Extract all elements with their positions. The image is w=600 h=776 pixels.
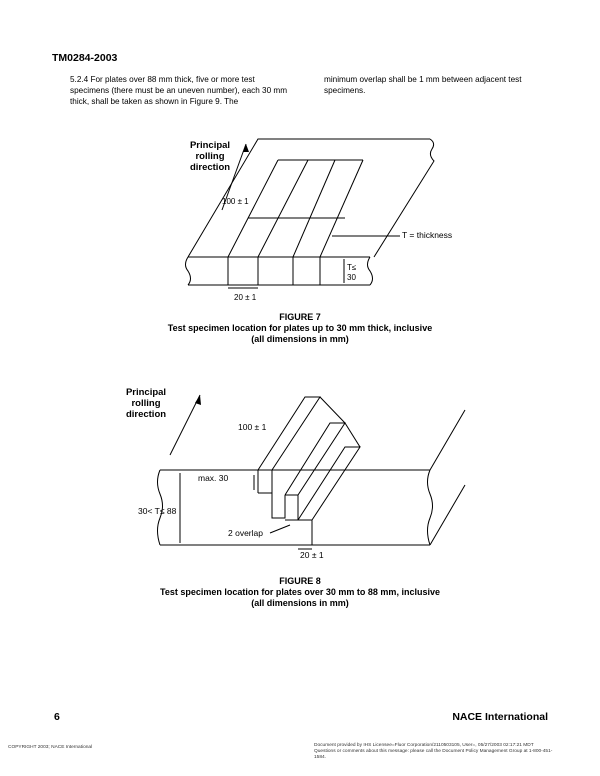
t-range-label: 30< T≤ 88 (138, 506, 177, 516)
rolling-label-1: Principal (126, 387, 166, 398)
specimen-3 (297, 446, 361, 521)
specimen-line (292, 159, 336, 258)
specimen-1 (257, 396, 321, 493)
provided-by-notice: Document provided by IHS Licensee=Fluor … (314, 743, 553, 760)
figure-7-title: FIGURE 7 (279, 312, 321, 322)
thickness-note: T = thickness (402, 230, 452, 240)
plate-right-break (373, 138, 435, 258)
length-label: 100 ± 1 (222, 197, 249, 206)
arrow-head-icon (243, 144, 249, 152)
figure-8-diagram: Principal rolling direction 100 ± 1 max.… (126, 387, 466, 560)
rolling-label-1: Principal (190, 140, 230, 151)
page-number: 6 (54, 711, 60, 723)
width-label: 20 ± 1 (234, 293, 257, 302)
figure-7-diagram: Principal rolling direction 100 ± 1 T = … (185, 138, 452, 302)
rolling-label-3: direction (190, 162, 230, 173)
plate-depth-edge (429, 409, 466, 471)
figure-7-caption-line1: Test specimen location for plates up to … (167, 323, 433, 333)
copyright-notice: COPYRIGHT 2003; NACE International (8, 745, 93, 750)
overlap-label: 2 overlap (228, 528, 263, 538)
length-label: 100 ± 1 (238, 422, 267, 432)
plate-top-back-edge (187, 138, 430, 258)
specimen-line (319, 159, 364, 258)
t-label-2: 30 (347, 273, 356, 282)
figure-8-caption-line1: Test specimen location for plates over 3… (160, 587, 440, 597)
rolling-arrow (221, 143, 247, 211)
arrow-head-icon (195, 395, 201, 405)
figure-7-caption-line2: (all dimensions in mm) (251, 334, 349, 344)
specimen-line (227, 159, 279, 258)
rolling-label-2: rolling (195, 151, 224, 162)
plate-right-break (427, 469, 433, 546)
t-label-1: T≤ (347, 263, 357, 272)
rolling-label-2: rolling (131, 398, 160, 409)
section-text-left: 5.2.4 For plates over 88 mm thick, five … (70, 75, 288, 106)
width-label: 20 ± 1 (300, 550, 324, 560)
plate-front-right-break (367, 256, 373, 286)
plate-left-break (157, 469, 163, 546)
rolling-arrow (169, 394, 201, 456)
figure-8-caption-line2: (all dimensions in mm) (251, 598, 349, 608)
rolling-label-3: direction (126, 409, 166, 420)
plate-left-break (185, 256, 191, 286)
document-id: TM0284-2003 (52, 52, 118, 64)
max-label: max. 30 (198, 473, 229, 483)
organization-name: NACE International (452, 711, 548, 723)
section-text-right: minimum overlap shall be 1 mm between ad… (324, 75, 522, 95)
specimen-line (257, 159, 309, 258)
figure-8-title: FIGURE 8 (279, 576, 321, 586)
